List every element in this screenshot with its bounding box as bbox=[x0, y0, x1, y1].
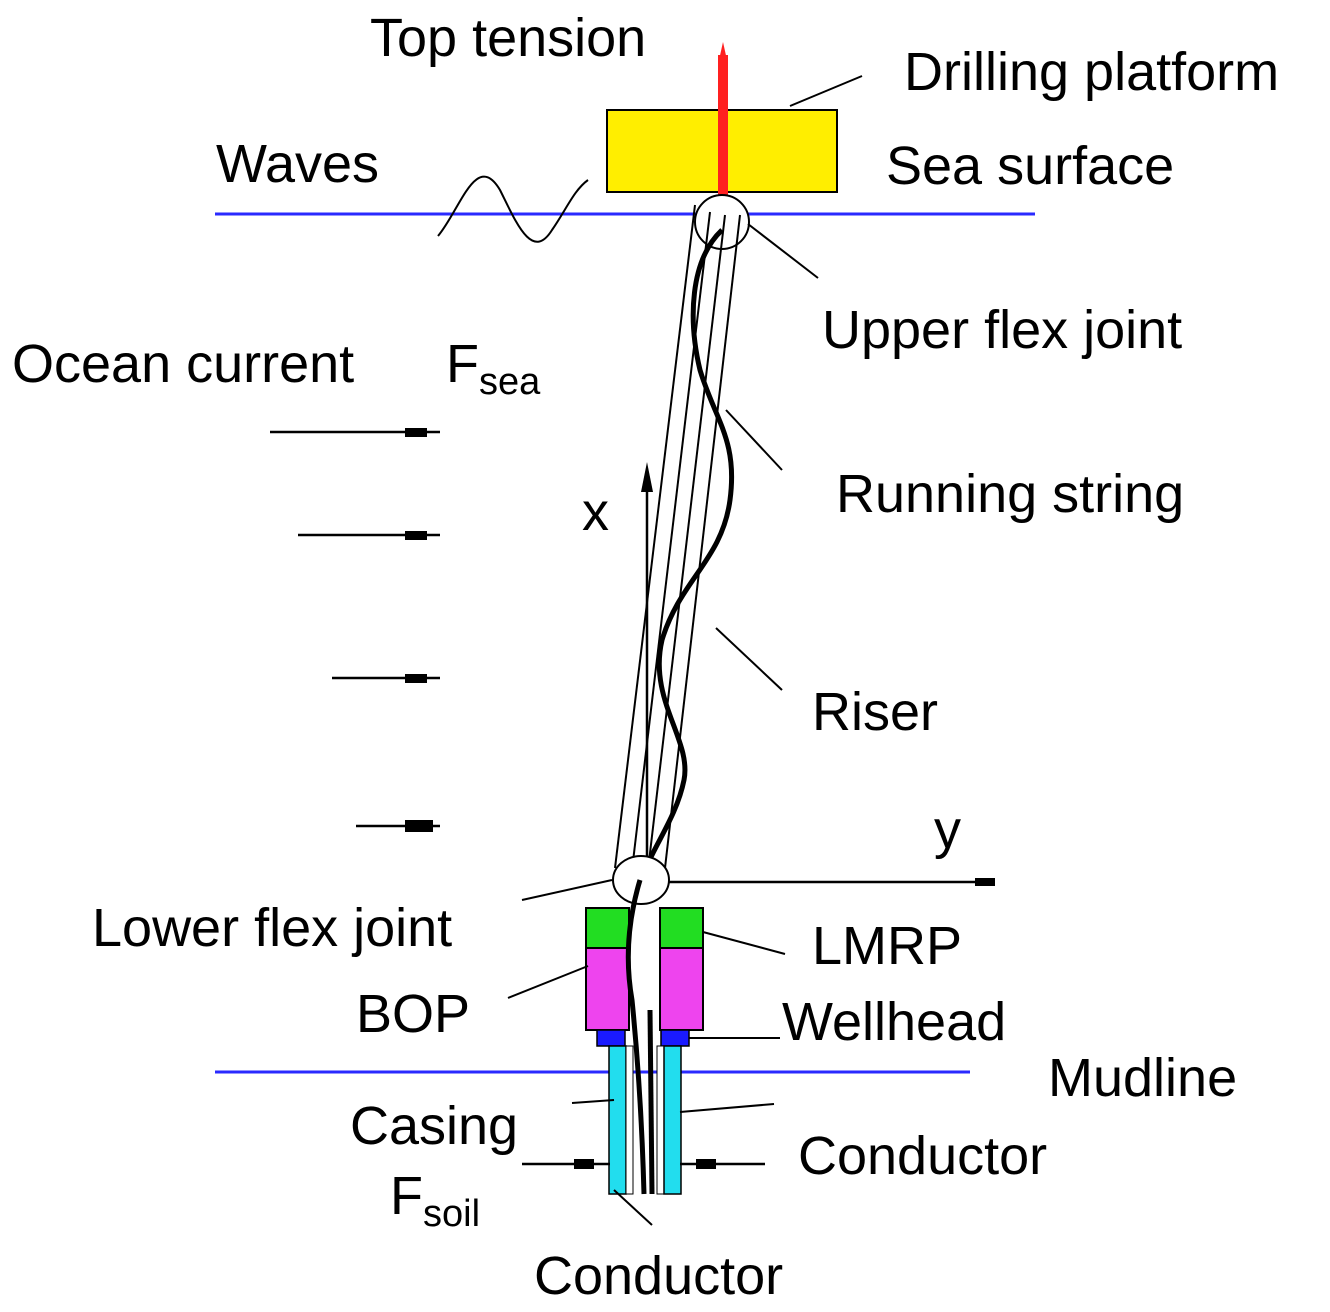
drilling-platform-leader bbox=[789, 75, 863, 107]
lower-flex-joint-leader bbox=[521, 879, 613, 901]
casing-tube-left bbox=[625, 1045, 634, 1195]
waves-label: Waves bbox=[216, 134, 379, 194]
current-arrowhead-3 bbox=[405, 674, 427, 683]
f-soil-label: Fsoil bbox=[390, 1166, 480, 1235]
ocean-current-label: Ocean current bbox=[12, 334, 354, 394]
conductor-tube-left bbox=[608, 1045, 627, 1195]
running-string-lower-2 bbox=[647, 1009, 655, 1195]
soil-force-left-head bbox=[574, 1159, 594, 1169]
upper-flex-joint-leader bbox=[747, 223, 819, 279]
current-arrowhead-4 bbox=[405, 820, 433, 832]
top-tension-bar bbox=[718, 55, 728, 195]
y-axis-arrowhead bbox=[975, 878, 995, 886]
lower-flex-joint-label: Lower flex joint bbox=[92, 898, 452, 958]
drilling-platform-label: Drilling platform bbox=[904, 42, 1279, 102]
riser-line-left-outer bbox=[614, 204, 696, 869]
wellhead-right bbox=[660, 1029, 690, 1047]
wave-curve bbox=[437, 175, 589, 243]
ocean-current-arrows bbox=[270, 428, 440, 832]
riser-leader bbox=[715, 627, 783, 691]
conductor-bottom-label: Conductor bbox=[534, 1246, 783, 1306]
soil-force-right-head bbox=[696, 1159, 716, 1169]
x-axis-arrowhead bbox=[641, 462, 653, 492]
y-axis-label: y bbox=[934, 800, 961, 860]
upper-flex-joint-label: Upper flex joint bbox=[822, 300, 1182, 360]
conductor-bottom-leader bbox=[613, 1189, 653, 1226]
riser-line-left-inner bbox=[631, 211, 711, 871]
f-sea-label: Fsea bbox=[446, 334, 541, 403]
bop-label: BOP bbox=[356, 984, 470, 1044]
riser-line-right-outer bbox=[664, 214, 741, 869]
riser-label: Riser bbox=[812, 682, 938, 742]
lmrp-left bbox=[585, 907, 630, 949]
running-string-label: Running string bbox=[836, 464, 1184, 524]
lmrp-right bbox=[659, 907, 704, 949]
x-axis-label: x bbox=[582, 482, 609, 542]
current-arrowhead-2 bbox=[405, 531, 427, 540]
running-string-lower bbox=[625, 879, 647, 1195]
conductor-right-leader bbox=[679, 1103, 775, 1113]
running-string bbox=[639, 228, 735, 881]
lmrp-leader bbox=[702, 931, 786, 955]
bop-left bbox=[585, 947, 630, 1031]
current-arrowhead-1 bbox=[405, 428, 427, 437]
top-tension-arrowhead bbox=[719, 42, 727, 60]
wellhead-label: Wellhead bbox=[782, 992, 1006, 1052]
lmrp-label: LMRP bbox=[812, 916, 962, 976]
casing-tube-right bbox=[656, 1045, 665, 1195]
conductor-right-label: Conductor bbox=[798, 1126, 1047, 1186]
conductor-tube-right bbox=[663, 1045, 682, 1195]
bop-right bbox=[659, 947, 704, 1031]
casing-leader bbox=[571, 1099, 615, 1104]
sea-surface-label: Sea surface bbox=[886, 136, 1174, 196]
mudline-label: Mudline bbox=[1048, 1048, 1237, 1108]
wellhead-left bbox=[596, 1029, 626, 1047]
riser-line-right-inner bbox=[647, 214, 726, 871]
casing-label: Casing bbox=[350, 1096, 518, 1156]
lower-flex-joint bbox=[612, 855, 670, 905]
bop-leader bbox=[507, 965, 589, 999]
running-string-leader bbox=[725, 409, 783, 471]
top-tension-label: Top tension bbox=[370, 8, 646, 68]
